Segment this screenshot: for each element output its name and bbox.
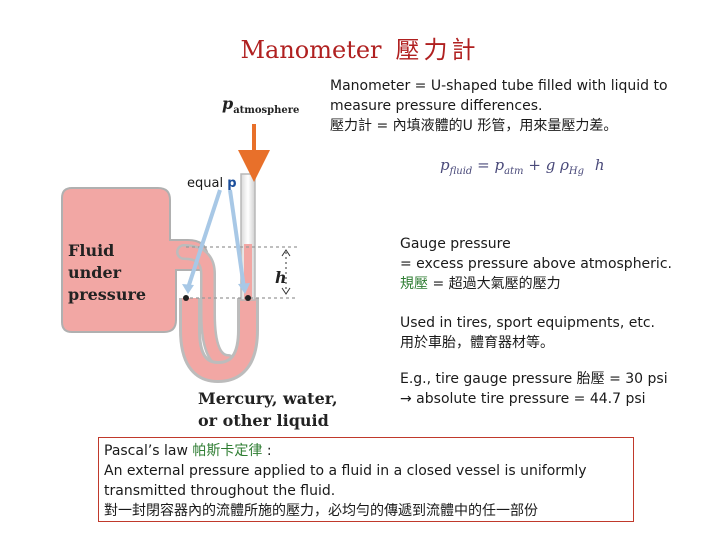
formula-p2: p [494, 156, 505, 174]
formula-fluid-sub: fluid [449, 166, 473, 177]
implies-arrow: → [400, 391, 412, 407]
gauge-line-3: 規壓 = 超過大氣壓的壓力 [400, 276, 561, 292]
p-atm-sub: atmosphere [233, 105, 300, 117]
example-line-2-text: absolute tire pressure = 44.7 psi [411, 391, 646, 407]
equal-pressure-arrow-left [186, 189, 222, 289]
title-en: Manometer [240, 36, 382, 64]
pascal-line-2: transmitted throughout the fluid. [104, 483, 336, 499]
equal-p-label: equal p [187, 176, 237, 191]
gauge-line-2: = excess pressure above atmospheric. [400, 256, 672, 272]
pressure-vessel [61, 187, 209, 333]
gauge-line-1: Gauge pressure [400, 236, 511, 252]
formula-plus: + [528, 156, 541, 174]
gauge-pressure-text: Gauge pressure = excess pressure above a… [400, 234, 672, 294]
h-label: h [275, 268, 287, 287]
usage-line-2: 用於車胎，體育器材等。 [400, 335, 554, 351]
fluid-label-line-3: pressure [68, 285, 147, 304]
liquid-label: Mercury, water, or other liquid [198, 388, 338, 432]
usage-text: Used in tires, sport equipments, etc. 用於… [400, 313, 655, 353]
definition-line-1: Manometer = U-shaped tube filled with li… [330, 78, 668, 94]
usage-line-1: Used in tires, sport equipments, etc. [400, 315, 655, 331]
liquid-label-line-1: Mercury, water, [198, 389, 338, 408]
pascal-line-1: An external pressure applied to a fluid … [104, 463, 587, 479]
fluid-label-line-1: Fluid [68, 241, 115, 260]
definition-line-3: 壓力計 = 內填液體的U 形管，用來量壓力差。 [330, 118, 618, 134]
pascal-heading: Pascal’s law 帕斯卡定律 : [104, 441, 628, 461]
pascal-line-3: 對一封閉容器內的流體所施的壓力，必均勻的傳遞到流體中的任一部份 [104, 503, 538, 519]
fluid-under-pressure-label: Fluid under pressure [68, 240, 146, 306]
equal-prefix: equal [187, 176, 224, 191]
liquid-label-line-2: or other liquid [198, 411, 329, 430]
formula-h: h [594, 156, 605, 174]
gauge-term-highlight: 規壓 [400, 276, 428, 292]
example-line-1: E.g., tire gauge pressure 胎壓 = 30 psi [400, 371, 668, 387]
equal-p: p [227, 176, 237, 191]
equal-pressure-arrow-right [228, 189, 246, 289]
example-line-2: → absolute tire pressure = 44.7 psi [400, 389, 668, 409]
pascal-heading-zh: 帕斯卡定律 [192, 443, 263, 459]
pascal-heading-en: Pascal’s law [104, 443, 193, 459]
formula-g: g [545, 156, 556, 174]
p-atmosphere-label: patmosphere [222, 94, 299, 116]
definition-text: Manometer = U-shaped tube filled with li… [330, 76, 668, 136]
manometer-diagram: patmosphere Fluid under pressure h Mercu… [58, 92, 338, 432]
pascal-heading-colon: : [266, 443, 272, 459]
formula-hg-sub: Hg [568, 166, 585, 177]
p-atm-symbol: p [222, 94, 234, 113]
title-zh: 壓力計 [395, 36, 480, 64]
slide-title: Manometer 壓力計 [0, 30, 720, 65]
level-dot-right [245, 295, 251, 301]
formula-equals: = [477, 156, 490, 174]
definition-line-2: measure pressure differences. [330, 98, 543, 114]
example-text: E.g., tire gauge pressure 胎壓 = 30 psi → … [400, 369, 668, 409]
formula-p: p [440, 156, 450, 174]
formula-rho: ρ [560, 156, 569, 174]
level-dot-left [183, 295, 189, 301]
manometer-illustration [61, 124, 298, 384]
formula-atm-sub: atm [504, 166, 524, 177]
pressure-formula: pfluid = patm + g ρHg h [440, 156, 604, 177]
fluid-label-line-2: under [68, 263, 122, 282]
pascal-law-box: Pascal’s law 帕斯卡定律 : An external pressur… [98, 437, 634, 522]
